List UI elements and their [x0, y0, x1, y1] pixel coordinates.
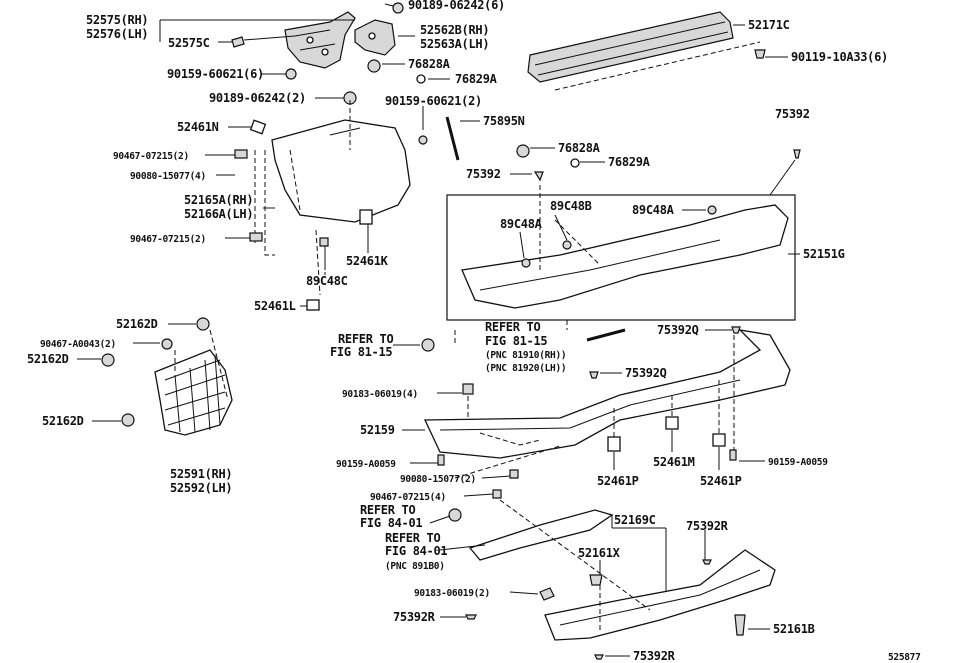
- label-refer-c2: FIG 84-01: [360, 516, 422, 530]
- label-75392-mid: 75392: [466, 167, 501, 181]
- label-75392Q-top: 75392Q: [657, 323, 699, 337]
- lower-guard-52169C: [468, 509, 776, 641]
- label-52171C: 52171C: [748, 18, 790, 32]
- label-52461P-right: 52461P: [700, 474, 742, 488]
- label-75895N: 75895N: [483, 114, 525, 128]
- label-52575: 52575(RH): [86, 13, 148, 27]
- label-refer-d3: (PNC 891B0): [385, 561, 445, 572]
- label-52563A: 52563A(LH): [420, 37, 489, 51]
- label-52461K: 52461K: [346, 254, 389, 268]
- label-52165A: 52165A(RH): [184, 193, 253, 207]
- label-75392R-bot: 75392R: [633, 649, 676, 663]
- label-52162D-mid: 52162D: [27, 352, 69, 366]
- label-90467-07215-2a: 90467-07215(2): [113, 151, 189, 162]
- label-refer-b1: REFER TO: [485, 320, 540, 334]
- label-52592: 52592(LH): [170, 481, 232, 495]
- label-90159-A0059-right: 90159-A0059: [768, 457, 828, 468]
- label-refer-c1: REFER TO: [360, 503, 415, 517]
- corner-cover-52165A: [271, 119, 411, 223]
- label-90159-A0059-left: 90159-A0059: [336, 459, 396, 470]
- label-52162D-top: 52162D: [116, 317, 158, 331]
- label-52169C: 52169C: [614, 513, 656, 527]
- upper-bumper-52151G: [461, 204, 789, 309]
- label-refer-b4: (PNC 81920(LH)): [485, 363, 566, 374]
- group-box-52151G: [446, 194, 796, 321]
- label-90467-07215-4: 90467-07215(4): [370, 492, 446, 503]
- label-52591: 52591(RH): [170, 467, 232, 481]
- bracket-52562B: [354, 19, 396, 56]
- label-89C48B: 89C48B: [550, 199, 592, 213]
- label-52162D-bot: 52162D: [42, 414, 84, 428]
- label-75392-top: 75392: [775, 107, 810, 121]
- label-76828A-top: 76828A: [408, 57, 451, 71]
- label-90467-A0043: 90467-A0043(2): [40, 339, 116, 350]
- label-90189-06242-2: 90189-06242(2): [209, 91, 306, 105]
- label-89C48A-left: 89C48A: [500, 217, 543, 231]
- label-75392Q-mid: 75392Q: [625, 366, 667, 380]
- rear-bumper-52159: [423, 329, 791, 459]
- bracket-52575: [284, 11, 356, 69]
- callout-labels: 52575(RH) 52576(LH) 52575C 90159-60621(6…: [27, 0, 921, 663]
- label-90080-15077-4: 90080-15077(4): [130, 171, 206, 182]
- label-75392R-left: 75392R: [393, 610, 436, 624]
- label-52151G: 52151G: [803, 247, 845, 261]
- label-76829A-top: 76829A: [455, 72, 498, 86]
- label-75392R-top: 75392R: [686, 519, 729, 533]
- side-guide-52591: [154, 349, 233, 436]
- label-52461P-left: 52461P: [597, 474, 639, 488]
- reinforcement-52171C: [527, 11, 761, 91]
- label-52562B: 52562B(RH): [420, 23, 489, 37]
- label-90467-07215-2b: 90467-07215(2): [130, 234, 206, 245]
- label-90159-60621-6: 90159-60621(6): [167, 67, 264, 81]
- label-90159-60621-2: 90159-60621(2): [385, 94, 482, 108]
- label-76829A-mid: 76829A: [608, 155, 651, 169]
- label-76828A-mid: 76828A: [558, 141, 601, 155]
- label-52166A: 52166A(LH): [184, 207, 253, 221]
- label-90183-06019-4: 90183-06019(4): [342, 389, 418, 400]
- label-89C48C: 89C48C: [306, 274, 348, 288]
- label-90183-06019-2: 90183-06019(2): [414, 588, 490, 599]
- label-52461M: 52461M: [653, 455, 695, 469]
- label-refer-a2: FIG 81-15: [330, 345, 392, 359]
- label-52161X: 52161X: [578, 546, 621, 560]
- label-89C48A-right: 89C48A: [632, 203, 675, 217]
- label-52576: 52576(LH): [86, 27, 148, 41]
- diagram-id: 525877: [888, 652, 921, 663]
- label-52461L: 52461L: [254, 299, 296, 313]
- label-refer-b3: (PNC 81910(RH)): [485, 350, 566, 361]
- label-52575C: 52575C: [168, 36, 210, 50]
- leader-lines: [77, 3, 800, 657]
- label-refer-d1: REFER TO: [385, 531, 440, 545]
- label-52461N: 52461N: [177, 120, 219, 134]
- label-90189-06242-6: 90189-06242(6): [408, 0, 505, 12]
- label-refer-a1: REFER TO: [338, 332, 393, 346]
- label-90080-15077-2: 90080-15077(2): [400, 474, 476, 485]
- label-refer-b2: FIG 81-15: [485, 334, 547, 348]
- label-52161B: 52161B: [773, 622, 815, 636]
- label-90119-10A33: 90119-10A33(6): [791, 50, 888, 64]
- label-52159: 52159: [360, 423, 395, 437]
- label-refer-d2: FIG 84-01: [385, 544, 447, 558]
